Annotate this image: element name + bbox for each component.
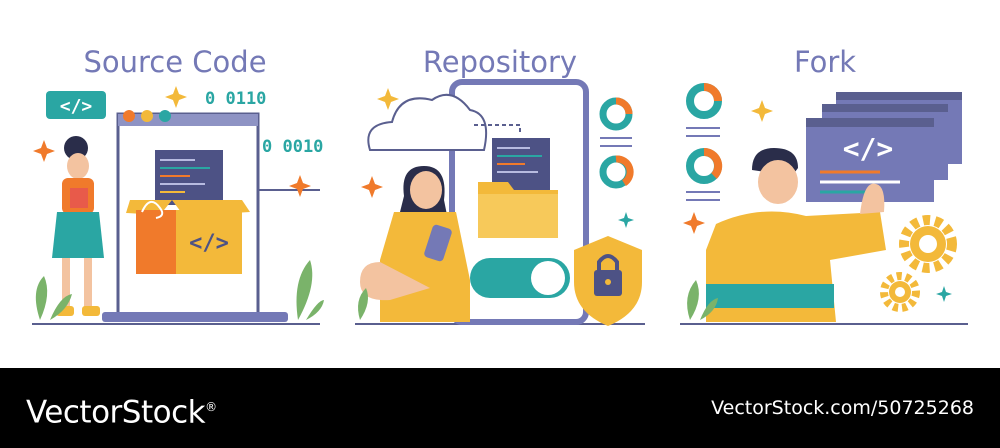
code-tag-badge-text: </> xyxy=(60,96,93,117)
panel-title-repository: Repository xyxy=(422,45,578,79)
panel-source-code-illustration: </> 0 0110 0 0010 </> xyxy=(32,86,324,325)
binary-text-top: 0 0110 xyxy=(205,89,266,109)
sparkle-icon xyxy=(751,100,773,122)
donut-chart-icon xyxy=(599,97,633,131)
panel-repository-illustration xyxy=(355,79,645,326)
sparkle-icon xyxy=(165,86,187,108)
sparkle-icon xyxy=(289,175,311,197)
sparkle-icon xyxy=(683,212,705,234)
window-dot-teal xyxy=(159,110,171,122)
panel-title-source-code: Source Code xyxy=(83,45,267,79)
window-dot-red xyxy=(123,110,135,122)
plant-icon xyxy=(687,280,718,320)
open-box: </> xyxy=(126,200,250,274)
cloud-icon xyxy=(367,93,488,151)
code-sheet xyxy=(492,138,550,190)
illustration-scene: </> 0 0110 0 0010 </> xyxy=(32,79,968,326)
donut-chart-icon xyxy=(686,147,723,184)
code-tag-badge: </> xyxy=(46,91,106,119)
brand-name: VectorStock xyxy=(26,394,206,431)
panel-title-fork: Fork xyxy=(793,45,857,79)
panel-fork-illustration: </> xyxy=(680,83,968,325)
plant-icon xyxy=(35,276,72,320)
gear-icon xyxy=(880,272,920,312)
sparkle-icon xyxy=(618,212,634,228)
gear-icon xyxy=(899,215,957,273)
sparkle-icon xyxy=(377,88,399,110)
window-dot-yellow xyxy=(141,110,153,122)
sparkle-icon xyxy=(33,140,55,162)
binary-text-bottom: 0 0010 xyxy=(262,137,323,157)
man-character xyxy=(706,148,886,322)
donut-chart-icon xyxy=(686,83,722,119)
code-window-stack: </> xyxy=(806,92,962,202)
donut-chart-icon xyxy=(599,155,634,189)
watermark-footer: VectorStock® VectorStock.com/50725268 xyxy=(0,368,1000,448)
laptop-base xyxy=(102,312,288,322)
plant-icon xyxy=(296,260,324,320)
woman-character xyxy=(52,136,104,316)
shield-lock-icon xyxy=(574,236,642,326)
phone-icon xyxy=(424,224,452,262)
window-code-tag: </> xyxy=(843,132,894,165)
brand-logo: VectorStock® xyxy=(26,387,217,432)
woman-character xyxy=(360,166,470,322)
registered-mark: ® xyxy=(205,400,217,414)
plant-icon xyxy=(358,288,368,320)
folder-icon xyxy=(478,182,558,238)
sparkle-icon xyxy=(936,286,952,302)
code-sheet xyxy=(155,150,223,205)
sparkle-icon xyxy=(361,176,383,198)
toggle-switch xyxy=(470,258,570,298)
image-reference-url: VectorStock.com/50725268 xyxy=(711,397,974,419)
box-code-tag: </> xyxy=(189,231,229,256)
book-icon xyxy=(70,188,88,208)
